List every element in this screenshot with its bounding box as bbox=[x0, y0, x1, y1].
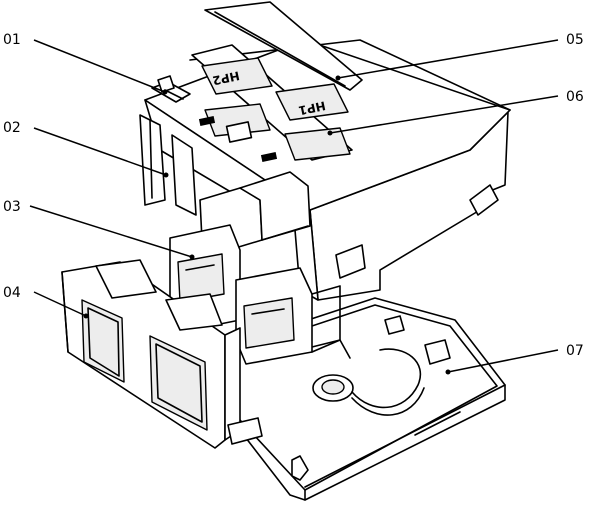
leader-lines bbox=[29, 39, 559, 375]
callout-labels: 01 02 03 04 05 06 07 bbox=[3, 32, 584, 359]
port-tag-hp1: HP1 bbox=[297, 98, 327, 117]
callout-07: 07 bbox=[566, 343, 584, 359]
callout-01: 01 bbox=[3, 32, 21, 48]
front-faceplate bbox=[61, 259, 263, 449]
callout-05: 05 bbox=[566, 32, 584, 48]
label-strip bbox=[204, 1, 363, 91]
port-tag-hp2: HP2 bbox=[211, 68, 241, 87]
rj45-jacks bbox=[169, 171, 341, 365]
callout-03: 03 bbox=[3, 199, 21, 215]
callout-06: 06 bbox=[566, 89, 584, 105]
label-window: HP2 HP1 bbox=[191, 44, 353, 162]
small-clip bbox=[151, 75, 191, 103]
callout-04: 04 bbox=[3, 285, 21, 301]
callout-02: 02 bbox=[3, 120, 21, 136]
